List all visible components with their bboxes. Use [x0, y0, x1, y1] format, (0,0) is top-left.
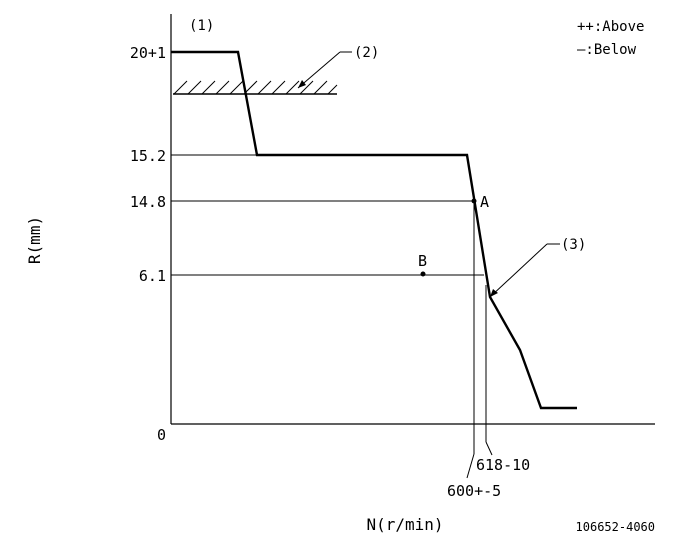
hatching: [173, 80, 338, 95]
leader-618: [485, 441, 493, 456]
callout-2-leader: [297, 51, 341, 89]
callout-2-label: (2): [354, 45, 379, 61]
leader-600: [466, 453, 475, 479]
callout-3-arrow: [490, 289, 498, 297]
y-tick-20: 20+1: [130, 44, 166, 62]
y-tick-14-8: 14.8: [130, 193, 166, 211]
point-b-marker: [420, 271, 426, 277]
y-tick-0: 0: [157, 426, 166, 444]
callout-1-label: (1): [189, 18, 214, 34]
point-a-marker: [471, 198, 477, 204]
y-tick-15-2: 15.2: [130, 147, 166, 165]
x-axis-title: N(r/min): [366, 515, 443, 534]
callout-3-leader: [489, 243, 548, 298]
legend-above: ++:Above: [577, 19, 644, 35]
governor-curve: [171, 50, 577, 410]
part-code: 106652-4060: [576, 520, 655, 534]
y-tick-6-1: 6.1: [139, 267, 166, 285]
point-a-label: A: [480, 193, 489, 211]
legend-below: —:Below: [577, 42, 637, 58]
x-tick-618: 618-10: [476, 456, 530, 474]
y-axis-title: R(mm): [25, 216, 44, 264]
point-b-label: B: [418, 252, 427, 270]
callout-3-label: (3): [561, 237, 586, 253]
callout-2-arrow: [298, 80, 306, 88]
x-tick-600: 600+-5: [447, 482, 501, 500]
